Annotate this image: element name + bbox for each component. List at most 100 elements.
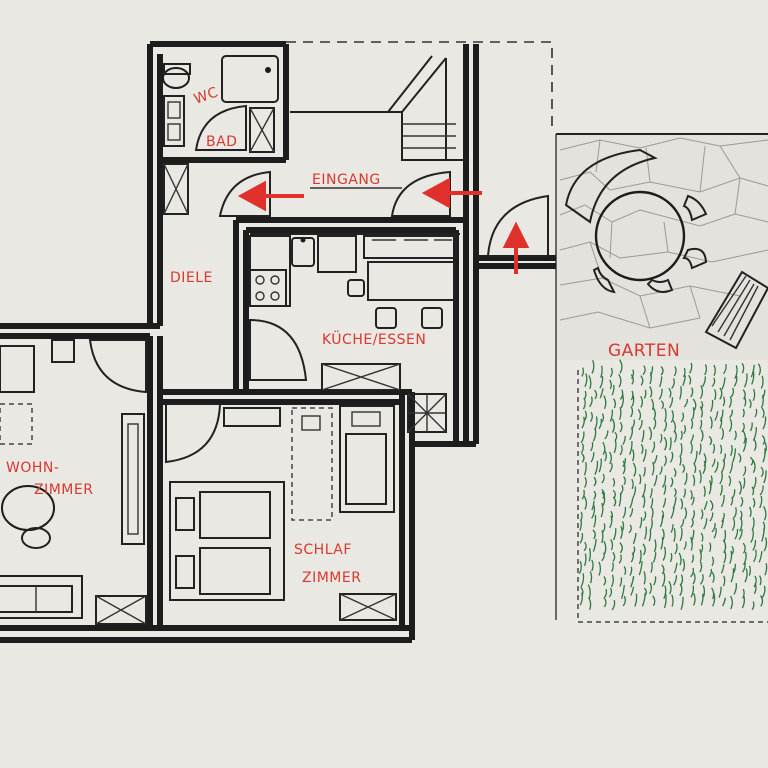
grass-stroke [622, 457, 627, 468]
grass-stroke [690, 387, 694, 398]
grass-stroke [763, 537, 768, 552]
grass-stroke [748, 565, 751, 576]
grass-stroke [658, 466, 663, 475]
grass-stroke [594, 389, 598, 400]
grass-stroke [752, 388, 756, 402]
grass-stroke [623, 476, 626, 486]
grass-stroke [691, 407, 695, 420]
grass-stroke [692, 592, 696, 606]
grass-stroke [723, 529, 727, 542]
grass-stroke [649, 386, 653, 398]
grass-stroke [734, 365, 738, 379]
grass-stroke [722, 364, 727, 375]
grass-stroke [601, 552, 605, 562]
grass-stroke [683, 424, 687, 435]
grass-stroke [650, 561, 653, 573]
grass-stroke [738, 528, 743, 540]
grass-stroke [641, 483, 646, 498]
grass-stroke [699, 549, 702, 562]
grass-stroke [722, 597, 726, 607]
outer-walls [0, 41, 556, 643]
grass-stroke [652, 406, 656, 420]
grass-stroke [659, 433, 663, 444]
grass-stroke [618, 492, 622, 507]
stove-icon [249, 269, 287, 307]
grass-stroke [730, 595, 734, 610]
grass-stroke [728, 396, 732, 408]
grass-stroke [720, 517, 724, 529]
grass-stroke [712, 443, 716, 454]
grass-stroke [619, 421, 623, 433]
grass-stroke [588, 547, 592, 562]
grass-stroke [719, 409, 724, 422]
grass-stroke [661, 475, 667, 488]
grass-stroke [660, 537, 664, 550]
grass-stroke [603, 540, 607, 555]
grass-stroke [750, 529, 754, 543]
grass-stroke [763, 470, 767, 484]
grass-stroke [689, 489, 693, 500]
grass-stroke [671, 378, 675, 389]
grass-stroke [629, 498, 634, 509]
grass-stroke [751, 486, 755, 496]
grass-stroke [653, 576, 657, 586]
grass-stroke [619, 542, 623, 554]
grass-stroke [730, 568, 735, 583]
grass-stroke [631, 395, 635, 407]
grass-stroke [580, 431, 585, 444]
grass-stroke [622, 460, 626, 475]
grass-stroke [742, 542, 746, 554]
grass-stroke [609, 515, 613, 529]
grass-stroke [738, 480, 743, 495]
shower-tray [221, 55, 279, 103]
grass-stroke [719, 416, 723, 429]
grass-stroke [618, 554, 622, 564]
grass-stroke [759, 485, 764, 496]
grass-stroke [702, 460, 706, 474]
grass-stroke [678, 552, 682, 566]
grass-stroke [699, 561, 703, 573]
grass-stroke [679, 583, 683, 596]
grass-stroke [733, 507, 737, 518]
grass-stroke [753, 476, 757, 490]
grass-stroke [708, 568, 713, 578]
grass-stroke [711, 522, 716, 533]
grass-stroke [682, 375, 687, 386]
garden-border [577, 370, 768, 623]
grass-stroke [719, 484, 723, 496]
label-eingang: EINGANG [312, 172, 381, 188]
garden-bench [564, 148, 658, 224]
grass-stroke [720, 427, 724, 441]
grass-stroke [663, 421, 668, 432]
grass-stroke [690, 442, 693, 455]
label-garten: GARTEN [608, 341, 680, 361]
stair-icon [387, 55, 433, 113]
grass-stroke [609, 451, 612, 465]
grass-stroke [629, 426, 634, 441]
grass-stroke [644, 526, 647, 540]
grass-stroke [658, 388, 663, 400]
grass-stroke [652, 552, 657, 563]
grass-stroke [612, 551, 616, 562]
grass-stroke [753, 549, 757, 563]
grass-stroke [733, 583, 738, 595]
grass-stroke [722, 396, 726, 407]
grass-stroke [620, 585, 626, 600]
grass-stroke [583, 541, 587, 552]
grass-stroke [619, 525, 623, 540]
grass-stroke [634, 593, 638, 607]
grass-stroke [638, 561, 643, 576]
grass-stroke [751, 370, 755, 385]
grass-stroke [749, 422, 753, 432]
grass-stroke [661, 528, 665, 540]
grass-stroke [673, 562, 678, 574]
grass-stroke [751, 517, 755, 531]
grass-stroke [609, 462, 613, 473]
grass-stroke [599, 375, 604, 389]
grass-stroke [641, 592, 646, 607]
grass-stroke [760, 394, 764, 409]
grass-stroke [741, 422, 745, 433]
grass-stroke [702, 585, 706, 598]
grass-stroke [648, 426, 653, 441]
entrance-arrow-icon [237, 177, 530, 274]
